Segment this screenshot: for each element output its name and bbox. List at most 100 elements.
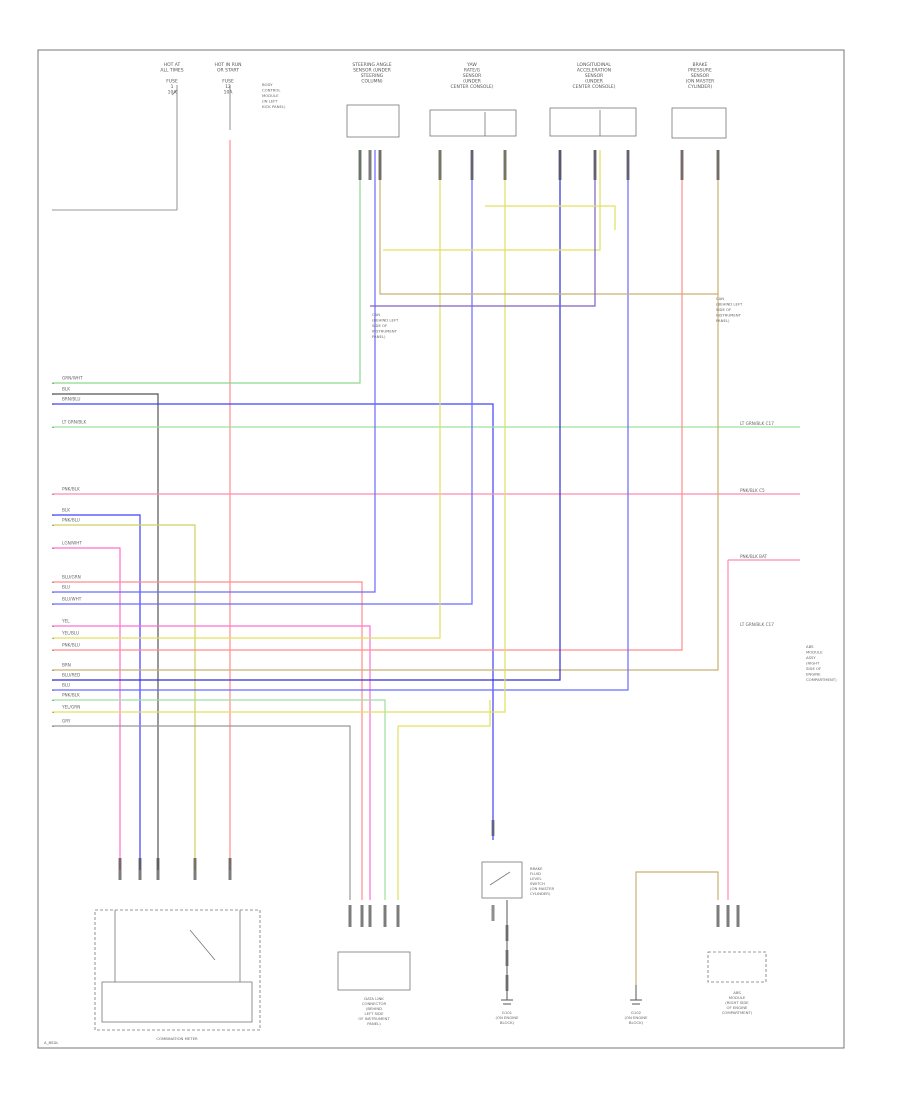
- hot-at-all-times-label-line: HOT AT: [164, 62, 181, 68]
- wire-olive-2: [379, 150, 718, 295]
- left-wire-label: PNK/BLK: [62, 487, 80, 492]
- brake-pressure-sensor-label-line: SENSOR: [691, 73, 710, 79]
- connector-pin: [736, 905, 740, 927]
- ground-symbols: [501, 900, 642, 1005]
- left-wire-label: LT GRN/BLK: [62, 420, 87, 425]
- right-note-line: SIDE OF: [806, 666, 821, 671]
- left-wire-marker: •: [52, 425, 54, 430]
- wire-red-2: [52, 581, 363, 900]
- connector-pin: [378, 150, 382, 180]
- connector-pin: [368, 905, 372, 927]
- connector-pin: [505, 975, 509, 991]
- right-note-line: COMPARTMENT): [806, 677, 837, 682]
- brake-switch-label-line: CYLINDER): [530, 891, 551, 896]
- left-wire-label: BLK: [62, 508, 70, 513]
- connector-pin: [593, 150, 597, 180]
- yaw-rate-sensor-label-line: (UNDER: [463, 79, 481, 85]
- connector-pin: [503, 150, 507, 180]
- brake-pressure-box: [671, 107, 727, 139]
- left-wire-marker: •: [52, 392, 54, 397]
- left-wire-marker: •: [52, 710, 54, 715]
- connector-pin: [716, 150, 720, 180]
- connector-pin: [726, 905, 730, 927]
- connector-pin: [228, 858, 232, 880]
- combination-meter-label-line: COMBINATION METER: [156, 1036, 198, 1041]
- wire-yellow-6: [398, 700, 491, 727]
- left-wire-marker: •: [52, 523, 54, 528]
- connector-pin: [193, 858, 197, 880]
- hot-at-all-times-label-line: 1: [171, 84, 174, 90]
- wire-yellow-5: [485, 205, 616, 230]
- abs-module-box: [707, 951, 767, 983]
- right-wire-label: PNK/BLK C5: [740, 488, 765, 493]
- left-wire-label: BLU/WHT: [62, 597, 82, 602]
- connector-pin: [505, 925, 509, 941]
- brake-switch-label-line: SWITCH: [530, 881, 545, 886]
- brake-switch-box: [481, 861, 523, 899]
- left-wire-marker: •: [52, 580, 54, 585]
- yaw-rate-sensor-label-line: CENTER CONSOLE): [450, 84, 493, 90]
- wire-blue-2: [52, 514, 141, 870]
- acceleration-sensor-label-line: (UNDER: [585, 79, 603, 85]
- wire-yellow-2: [52, 150, 441, 639]
- hot-at-all-times-label-line: 10A: [168, 90, 178, 96]
- left-wire-marker: •: [52, 381, 54, 386]
- left-wire-marker: •: [52, 624, 54, 629]
- connector-pin: [716, 905, 720, 927]
- ground-1-label-line: G101: [502, 1010, 513, 1015]
- fuse-note-line: BODY: [262, 82, 273, 87]
- left-wire-marker: •: [52, 513, 54, 518]
- left-wire-label: LGN/WHT: [62, 541, 82, 546]
- abs-module-label-line: (RIGHT SIDE: [725, 1000, 749, 1005]
- wire-olive-3: [635, 871, 719, 985]
- left-wire-label: BRN/BLU: [62, 397, 80, 402]
- ground-2-label-line: G102: [631, 1010, 642, 1015]
- accel-sensor-box: [549, 107, 637, 137]
- left-wire-label: BLU/RED: [62, 673, 80, 678]
- steering-angle-box: [346, 104, 400, 138]
- yaw-rate-sensor-label-line: YAW: [466, 62, 477, 68]
- data-link-label-line: LEFT SIDE: [364, 1011, 384, 1016]
- bottom-boxes: [94, 861, 767, 1031]
- splice-note-1-line: SIDE OF: [372, 323, 387, 328]
- left-wire-marker: •: [52, 492, 54, 497]
- left-wire-label: PNK/BLU: [62, 518, 80, 523]
- splice-note-1-line: (BEHIND LEFT: [372, 318, 399, 323]
- wire-gray-1: [52, 393, 159, 870]
- left-wire-marker: •: [52, 668, 54, 673]
- right-note-line: ENGINE: [806, 672, 821, 677]
- left-wire-label: BLU: [62, 585, 70, 590]
- right-wire-label: LT GRN/BLK C17: [740, 622, 774, 627]
- left-wire-label: BRN: [62, 663, 71, 668]
- wire-blue-4: [52, 150, 473, 605]
- left-wire-marker: •: [52, 590, 54, 595]
- left-wire-marker: •: [52, 402, 54, 407]
- wire-blue-5: [52, 150, 561, 681]
- steering-angle-sensor-label-line: STEERING ANGLE: [352, 62, 391, 68]
- wire-blue-1: [52, 403, 494, 840]
- connector-pin: [156, 858, 160, 880]
- acceleration-sensor-label-line: LONGITUDINAL: [577, 62, 611, 68]
- connector-pin: [505, 950, 509, 966]
- connector-pin: [348, 905, 352, 927]
- data-link-box: [337, 951, 411, 991]
- brake-switch-label-line: FLUID: [530, 871, 541, 876]
- hot-at-all-times-label-line: FUSE: [166, 79, 178, 85]
- steering-angle-sensor-label-line: STEERING: [361, 73, 384, 79]
- acceleration-sensor-label-line: CENTER CONSOLE): [572, 84, 615, 90]
- connector-pin: [138, 858, 142, 880]
- fuse-note-line: KICK PANEL): [262, 104, 286, 109]
- hot-in-run-label-line: OR START: [217, 68, 239, 74]
- right-note-line: ABS: [806, 644, 814, 649]
- connector-pin: [491, 905, 495, 921]
- top-connector-boxes: [346, 104, 727, 139]
- hot-in-run-label-line: FUSE: [222, 79, 234, 85]
- steering-angle-sensor-label-line: COLUMN): [361, 79, 383, 85]
- footer-code: A_BSDL: [44, 1040, 59, 1045]
- wire-yellow-3: [52, 150, 506, 713]
- brake-pressure-sensor-label-line: BRAKE: [693, 62, 708, 68]
- left-wire-marker: •: [52, 688, 54, 693]
- yaw-rate-sensor-label-line: SENSOR: [463, 73, 482, 79]
